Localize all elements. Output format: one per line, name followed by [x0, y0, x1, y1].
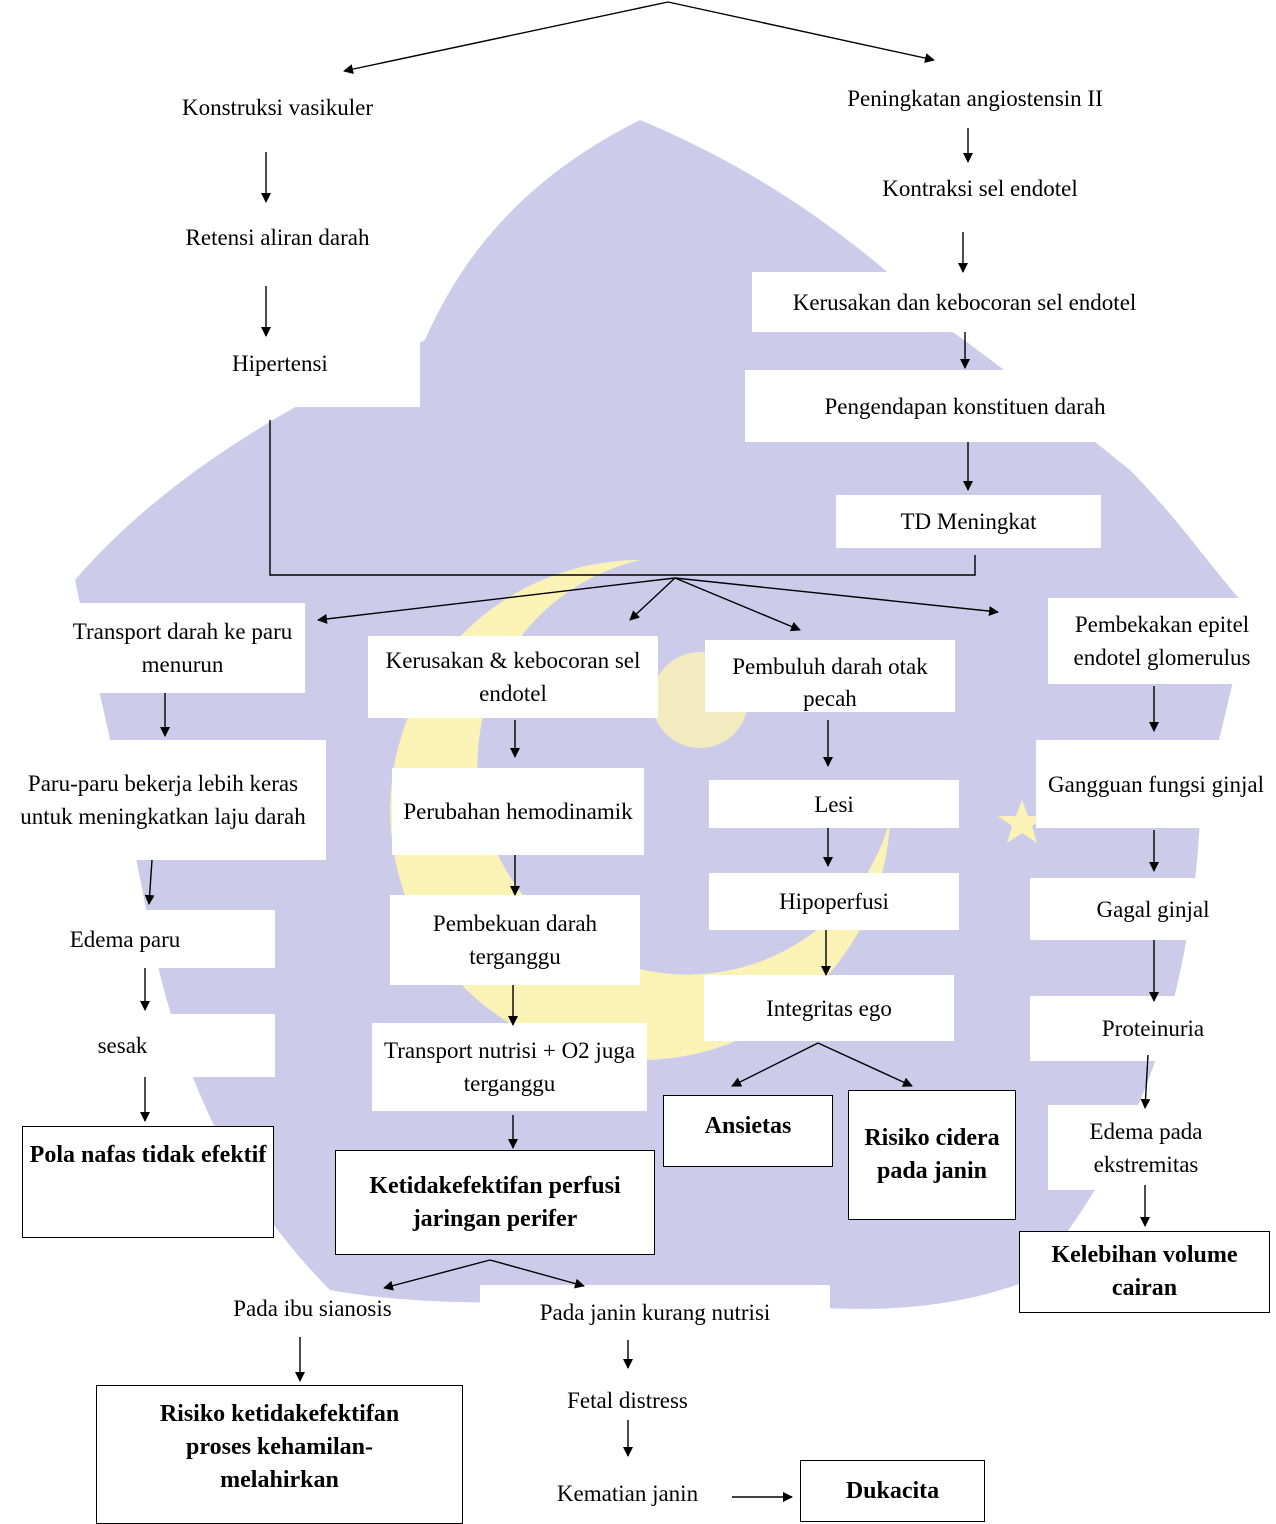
node-konstruksi-vasikuler: Konstruksi vasikuler: [150, 88, 405, 126]
node-label: Transport nutrisi + O2 juga terganggu: [383, 1038, 636, 1096]
node-dukacita: Dukacita: [800, 1460, 985, 1522]
node-risiko-cidera: Risiko cidera pada janin: [848, 1090, 1016, 1220]
node-label: Hipertensi: [232, 351, 328, 376]
node-label: Integritas ego: [766, 995, 892, 1021]
node-label: Dukacita: [845, 1477, 940, 1504]
node-edema-ekstremitas: Edema pada ekstremitas: [1048, 1105, 1244, 1190]
node-hipoperfusi: Hipoperfusi: [709, 873, 959, 930]
node-label: TD Meningkat: [900, 509, 1037, 534]
node-label: Pembekuan darah terganggu: [432, 911, 598, 969]
node-lesi: Lesi: [709, 780, 959, 828]
node-label: Fetal distress: [567, 1387, 688, 1413]
node-label: Edema paru: [69, 926, 181, 952]
node-risiko-kehamilan: Risiko ketidakefektifan proses kehamilan…: [96, 1385, 463, 1524]
node-label: Gangguan fungsi ginjal: [1048, 771, 1264, 797]
node-label: Pembuluh darah otak pecah: [732, 654, 928, 711]
node-ibu-sianosis: Pada ibu sianosis: [175, 1290, 450, 1326]
node-peningkatan-angiostensin: Peningkatan angiostensin II: [815, 80, 1135, 116]
node-label: Proteinuria: [1101, 1016, 1205, 1041]
node-label: Pada janin kurang nutrisi: [539, 1300, 771, 1325]
node-label: Gagal ginjal: [1096, 896, 1210, 922]
node-perubahan-hemodinamik: Perubahan hemodinamik: [392, 768, 644, 855]
node-label: Lesi: [814, 791, 854, 817]
node-kerusakan-kebocoran-top: Kerusakan dan kebocoran sel endotel: [752, 272, 1177, 332]
node-kematian-janin: Kematian janin: [530, 1475, 725, 1511]
node-kerusakan-kebocoran-mid: Kerusakan & kebocoran sel endotel: [368, 636, 658, 718]
node-label: Risiko ketidakefektifan proses kehamilan…: [159, 1401, 400, 1493]
node-label: Paru-paru bekerja lebih keras untuk meni…: [20, 771, 306, 829]
node-retensi-aliran-darah: Retensi aliran darah: [150, 218, 405, 256]
node-label: Kerusakan & kebocoran sel endotel: [385, 648, 641, 706]
node-label: Edema pada ekstremitas: [1089, 1118, 1203, 1177]
node-label: Kelebihan volume cairan: [1051, 1242, 1238, 1301]
node-gangguan-ginjal: Gangguan fungsi ginjal: [1036, 740, 1276, 828]
node-label: Pola nafas tidak efektif: [29, 1142, 267, 1168]
node-label: Pembekakan epitel endotel glomerulus: [1073, 612, 1251, 670]
node-label: sesak: [97, 1033, 148, 1058]
node-label: Hipoperfusi: [779, 889, 889, 914]
node-pengendapan: Pengendapan konstituen darah: [745, 370, 1185, 442]
node-fetal-distress: Fetal distress: [520, 1382, 735, 1418]
node-td-meningkat: TD Meningkat: [836, 495, 1101, 548]
node-pembuluh-darah: Pembuluh darah otak pecah: [705, 640, 955, 712]
node-edema-paru: Edema paru: [20, 910, 275, 968]
node-kontraksi-sel-endotel: Kontraksi sel endotel: [855, 170, 1105, 206]
node-label: Kerusakan dan kebocoran sel endotel: [792, 289, 1137, 315]
node-label: Pengendapan konstituen darah: [824, 393, 1106, 419]
node-transport-paru: Transport darah ke paru menurun: [60, 603, 305, 693]
node-label: Perubahan hemodinamik: [403, 799, 633, 824]
node-kelebihan-volume: Kelebihan volume cairan: [1019, 1231, 1270, 1313]
node-label: Konstruksi vasikuler: [181, 94, 373, 120]
node-janin-kurang-nutrisi: Pada janin kurang nutrisi: [480, 1285, 830, 1340]
node-label: Transport darah ke paru menurun: [72, 619, 293, 677]
node-pola-nafas: Pola nafas tidak efektif: [22, 1126, 274, 1238]
node-gagal-ginjal: Gagal ginjal: [1030, 878, 1276, 940]
star-icon: [998, 800, 1046, 843]
node-proteinuria: Proteinuria: [1030, 996, 1276, 1061]
node-label: Risiko cidera pada janin: [864, 1125, 1000, 1184]
node-label: Kematian janin: [556, 1480, 699, 1506]
node-integritas-ego: Integritas ego: [704, 975, 954, 1041]
node-ketidakefektifan-perfusi: Ketidakefektifan perfusi jaringan perife…: [335, 1150, 655, 1255]
node-label: Peningkatan angiostensin II: [847, 85, 1103, 111]
node-sesak: sesak: [20, 1014, 275, 1077]
node-paru-bekerja: Paru-paru bekerja lebih keras untuk meni…: [0, 740, 326, 860]
node-transport-nutrisi: Transport nutrisi + O2 juga terganggu: [372, 1023, 647, 1111]
node-label: Retensi aliran darah: [185, 224, 370, 250]
node-ansietas: Ansietas: [663, 1095, 833, 1167]
node-label: Ketidakefektifan perfusi jaringan perife…: [369, 1172, 621, 1232]
node-hipertensi: Hipertensi: [192, 337, 420, 407]
node-label: Ansietas: [704, 1113, 792, 1139]
node-label: Kontraksi sel endotel: [882, 175, 1078, 201]
node-pembekakan-epitel: Pembekakan epitel endotel glomerulus: [1048, 598, 1276, 684]
node-pembekuan-darah: Pembekuan darah terganggu: [390, 895, 640, 985]
node-label: Pada ibu sianosis: [233, 1295, 392, 1321]
